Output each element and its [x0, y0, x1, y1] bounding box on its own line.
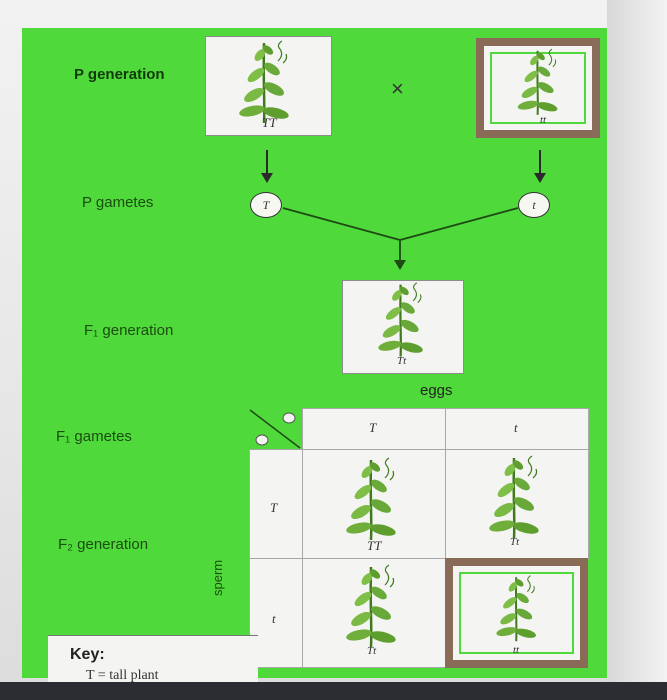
- p-gametes-label: P gametes: [82, 194, 154, 211]
- f1-generation-label: F₁ generation: [84, 322, 174, 339]
- parent-genotype: tt: [540, 114, 547, 126]
- parent-gamete-t: t: [518, 192, 550, 218]
- punnett-cell-TT: TT: [302, 449, 446, 559]
- key-box: Key: T = tall plant: [48, 635, 258, 683]
- monitor-edge: [607, 0, 667, 700]
- parent-genotype: TT: [262, 115, 277, 130]
- parent-short-box: tt: [476, 38, 600, 138]
- punnett-cell-tt: tt: [445, 558, 588, 668]
- f1-box: Tt: [342, 280, 464, 374]
- key-title: Key:: [70, 646, 105, 663]
- f2-generation-label: F₂ generation: [58, 536, 149, 553]
- f1-gametes-label: F₁ gametes: [56, 428, 132, 445]
- cross-symbol: ×: [391, 76, 404, 101]
- punnett-cell-Tt-bottom: Tt: [302, 558, 446, 668]
- p-generation-label: P generation: [74, 66, 165, 83]
- punnett-cell-Tt-top: Tt: [445, 449, 589, 559]
- egg-header-T: T: [302, 408, 446, 450]
- key-line-1: T = tall plant: [86, 668, 159, 683]
- f1-genotype: Tt: [397, 355, 407, 367]
- sperm-label: sperm: [210, 559, 225, 596]
- sperm-header-T: T: [249, 449, 303, 559]
- parent-gamete-T: T: [250, 192, 282, 218]
- parent-tall-box: TT: [205, 36, 332, 136]
- eggs-label: eggs: [420, 382, 453, 399]
- monitor-bezel: [0, 682, 667, 700]
- egg-header-t: t: [445, 408, 589, 450]
